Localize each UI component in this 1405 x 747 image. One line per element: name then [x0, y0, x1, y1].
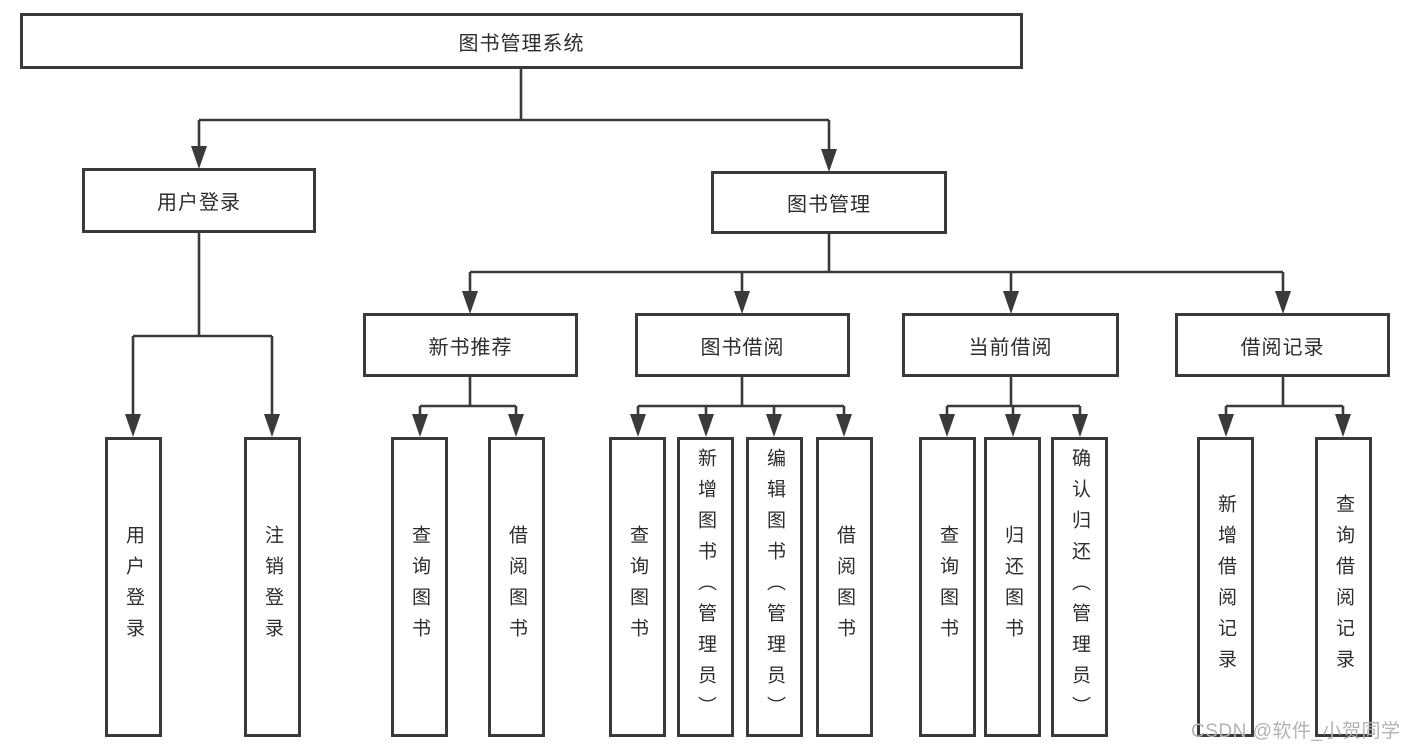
- leaf-borrow-books-recommend: 借阅图书: [488, 437, 545, 737]
- leaf-search-books-borrowing: 查询图书: [609, 437, 666, 737]
- node-current-borrowing: 当前借阅: [902, 313, 1119, 377]
- node-library-management-system: 图书管理系统: [20, 13, 1023, 69]
- leaf-logout-login: 注销登录: [244, 437, 301, 737]
- node-borrowing-records: 借阅记录: [1175, 313, 1390, 377]
- leaf-search-books-recommend: 查询图书: [391, 437, 448, 737]
- leaf-confirm-return-admin-label: 确认归还（管理员）: [1069, 447, 1090, 727]
- node-new-book-recommendation: 新书推荐: [363, 313, 578, 377]
- leaf-return-books: 归还图书: [984, 437, 1041, 737]
- leaf-search-books-borrowing-label: 查询图书: [627, 525, 648, 649]
- leaf-borrow-books-borrowing: 借阅图书: [816, 437, 873, 737]
- leaf-confirm-return-admin: 确认归还（管理员）: [1051, 437, 1108, 737]
- leaf-search-borrow-record-label: 查询借阅记录: [1333, 494, 1354, 680]
- leaf-search-books-recommend-label: 查询图书: [409, 525, 430, 649]
- leaf-borrow-books-borrowing-label: 借阅图书: [834, 525, 855, 649]
- leaf-logout-login-label: 注销登录: [262, 525, 283, 649]
- leaf-return-books-label: 归还图书: [1002, 525, 1023, 649]
- leaf-search-books-current-label: 查询图书: [937, 525, 958, 649]
- node-book-management: 图书管理: [711, 171, 947, 234]
- leaf-add-borrow-record: 新增借阅记录: [1197, 437, 1254, 737]
- leaf-user-login-label: 用户登录: [123, 525, 144, 649]
- leaf-add-books-admin-label: 新增图书（管理员）: [695, 447, 716, 727]
- leaf-edit-books-admin: 编辑图书（管理员）: [746, 437, 803, 737]
- leaf-edit-books-admin-label: 编辑图书（管理员）: [764, 447, 785, 727]
- leaf-user-login: 用户登录: [105, 437, 162, 737]
- node-user-login: 用户登录: [82, 168, 316, 233]
- leaf-add-borrow-record-label: 新增借阅记录: [1215, 494, 1236, 680]
- csdn-watermark: CSDN @软件_小贺同学: [1191, 721, 1401, 742]
- leaf-search-borrow-record: 查询借阅记录: [1315, 437, 1372, 737]
- leaf-borrow-books-recommend-label: 借阅图书: [506, 525, 527, 649]
- leaf-search-books-current: 查询图书: [919, 437, 976, 737]
- leaf-add-books-admin: 新增图书（管理员）: [677, 437, 734, 737]
- node-book-borrowing: 图书借阅: [635, 313, 850, 377]
